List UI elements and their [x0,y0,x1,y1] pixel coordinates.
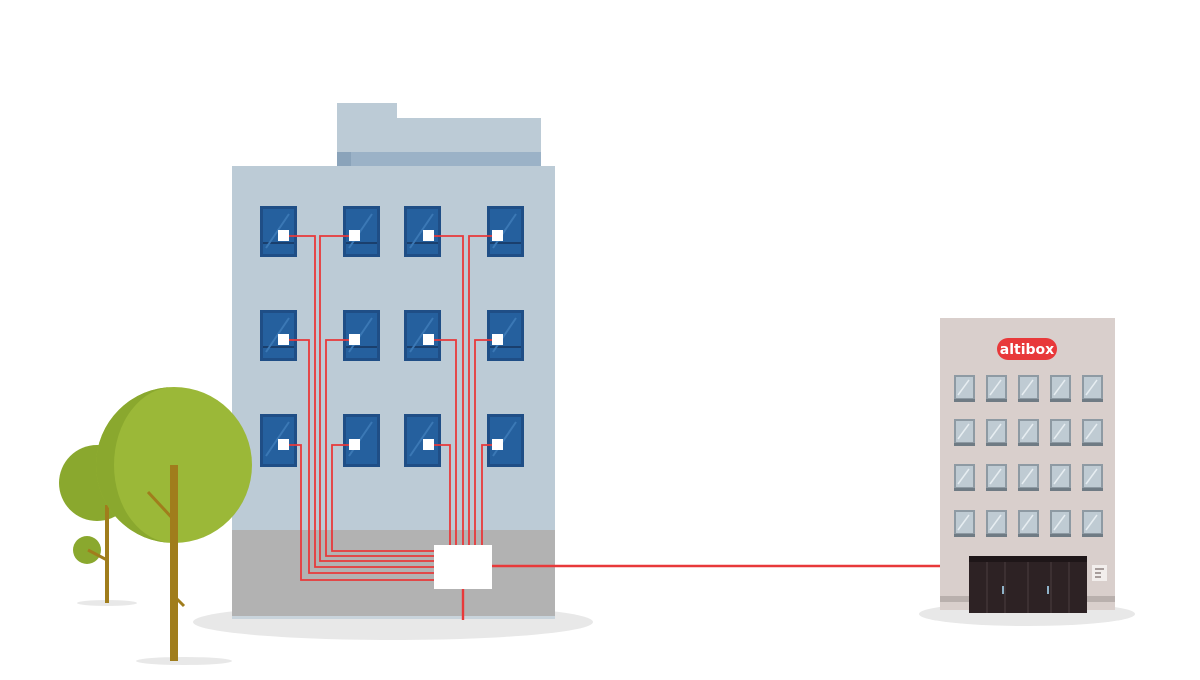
hub-window [1082,510,1103,537]
window [404,206,441,257]
distribution-box [434,545,492,589]
window [343,310,380,361]
hub-window [1050,419,1071,446]
router-device [492,334,503,345]
hub-window [986,510,1007,537]
hub-window [1050,510,1071,537]
hub-door-awning [969,556,1087,562]
router-device [492,230,503,241]
hub-window [954,464,975,491]
hub-window [1082,464,1103,491]
window [260,206,297,257]
apartment-ground-floor [232,530,555,618]
hub-window [1050,375,1071,402]
hub-window [986,419,1007,446]
apartment-building [232,103,940,620]
router-device [349,334,360,345]
router-device [423,230,434,241]
fiber-line [325,339,434,557]
fiber-line [432,235,464,545]
fiber-line [289,339,434,574]
hub-window [1018,464,1039,491]
window-devices [278,230,503,450]
apartment-base-line [232,616,555,619]
altibox-logo-icon: altibox [997,338,1057,360]
roof-box-shadow-left [337,152,351,166]
window [404,414,441,467]
hub-window [1018,375,1039,402]
router-device [423,334,434,345]
hub-window [954,419,975,446]
hub-window [954,510,975,537]
window [343,206,380,257]
router-device [349,439,360,450]
large-tree [96,387,252,661]
fiber-line [319,235,434,562]
hub-window [1018,419,1039,446]
building-plaque-icon [1092,565,1107,581]
router-device [278,230,289,241]
router-device [349,230,360,241]
hub-window [986,464,1007,491]
hub-window [1018,510,1039,537]
logo-badge [997,338,1057,360]
fiber-line [481,444,494,545]
window [404,310,441,361]
hub-building: altibox [940,318,1115,613]
trees [59,387,252,661]
fiber-line [432,444,451,545]
hub-window [1082,419,1103,446]
router-device [492,439,503,450]
fiber-cables [289,235,940,620]
hub-window [1050,464,1071,491]
hub-windows [954,375,1103,537]
fiber-line [468,235,494,545]
large-tree-shadow [136,657,232,665]
hub-window [1082,375,1103,402]
hub-window [954,375,975,402]
hub-window [986,375,1007,402]
fiber-line [289,235,434,568]
router-device [423,439,434,450]
fiber-line [331,444,434,552]
router-device [278,439,289,450]
router-device [278,334,289,345]
window [343,414,380,467]
fiber-line [289,444,434,581]
fiber-line [432,339,457,545]
logo-text: altibox [1000,342,1054,358]
roof-box-shadow [337,152,541,166]
hub-entrance [969,556,1087,613]
fiber-line [474,339,494,545]
